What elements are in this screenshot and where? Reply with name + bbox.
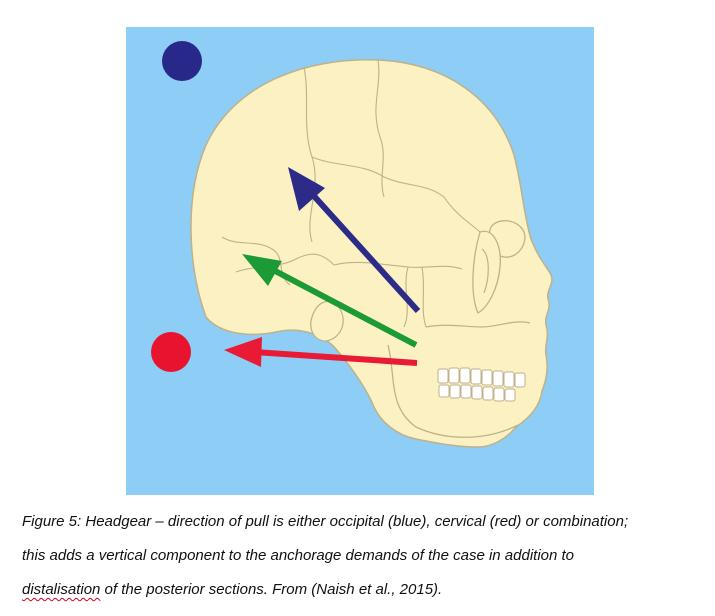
ear-outline <box>472 230 501 314</box>
occipital-marker <box>162 41 202 81</box>
caption-line-3-rest: of the posterior sections. From (Naish e… <box>100 581 443 598</box>
caption-line-3: distalisation of the posterior sections.… <box>22 573 712 607</box>
mastoid-process <box>310 300 344 342</box>
figure-caption: Figure 5: Headgear – direction of pull i… <box>22 505 712 607</box>
mandible-outline <box>387 344 519 438</box>
cervical-marker <box>151 332 191 372</box>
spellcheck-underlined-word: distalisation <box>22 581 101 598</box>
zygomatic-arch <box>425 321 531 328</box>
headgear-illustration <box>126 27 594 495</box>
caption-line-1: Figure 5: Headgear – direction of pull i… <box>22 513 629 530</box>
headgear-figure <box>126 27 594 495</box>
skull-silhouette <box>190 59 553 448</box>
combination-pull-arrow <box>242 254 418 348</box>
occipital-pull-arrow <box>288 167 421 314</box>
caption-line-2: this adds a vertical component to the an… <box>22 547 575 564</box>
cervical-pull-arrow <box>224 337 418 367</box>
ear-canal <box>481 248 489 294</box>
teeth <box>437 367 526 402</box>
